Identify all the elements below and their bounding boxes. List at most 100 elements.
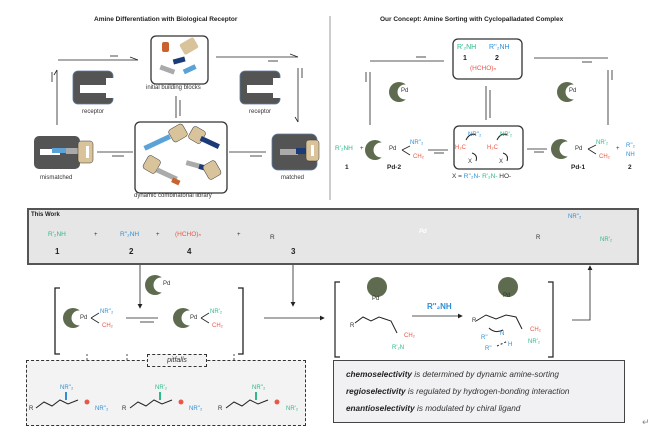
nr-blue-int: NR''₂: [468, 132, 482, 138]
reagent-3-num: 3: [291, 247, 296, 256]
plus-sign: +: [616, 146, 620, 152]
right-amine-num: 2: [628, 164, 632, 171]
nr-blue: NR''₂: [410, 140, 424, 146]
box-hcho: (HCHO)ₙ: [470, 65, 497, 72]
reagent-4-num: 4: [187, 247, 192, 256]
pitfall-r: R: [122, 406, 127, 412]
right-panel-title: Our Concept: Amine Sorting with Cyclopal…: [380, 16, 564, 23]
pitfall-1-top: NR''₂: [60, 385, 74, 391]
receptor-left: [72, 70, 114, 105]
product-r: R: [536, 235, 541, 241]
building-block-pieces: [159, 37, 199, 75]
mismatched-complex: [34, 136, 94, 169]
selectivity-box: chemoselectivity is determined by dynami…: [333, 360, 625, 423]
catalyst-label: Pd: [419, 229, 427, 235]
allyl-structures: [354, 314, 523, 347]
pd-label: Pd: [575, 146, 583, 152]
mismatched-label: mismatched: [40, 175, 73, 181]
bottom-right-arrows: [412, 265, 593, 321]
left-panel-title: Amine Differentiation with Biological Re…: [94, 16, 238, 23]
nr-green: NR'₂: [210, 309, 223, 315]
box-amine-1: R'₂NH: [457, 44, 477, 51]
library-keys: [142, 123, 222, 186]
this-work-heading: This Work: [31, 212, 60, 218]
x-definition: X = R''₂N- R'₂N- HO-: [452, 173, 512, 180]
pd-label: Pd: [372, 296, 380, 302]
hb-h: H: [508, 342, 513, 348]
reagent-4-formula: (HCHO)ₙ: [175, 231, 202, 238]
pd-bonds: [90, 312, 210, 324]
allyl-r: R: [472, 318, 477, 324]
pitfall-1-bottom: NR''₂: [95, 406, 109, 412]
right-amine-bottom: NH: [626, 152, 635, 158]
pd-label: Pd: [401, 88, 409, 94]
allyl-nr-green: NR'₂: [528, 339, 541, 345]
reagent-1-formula: R'₂NH: [48, 231, 66, 238]
pd-ligand-icon: [498, 277, 518, 297]
selectivity-line-regio: regioselectivity is regulated by hydroge…: [346, 387, 570, 396]
library-label: dynamic combinatorial library: [134, 193, 212, 199]
plus-sign: +: [360, 146, 364, 152]
reagent-2-formula: R''₂NH: [120, 231, 140, 238]
this-work-band: [27, 208, 639, 265]
x-label: X: [499, 159, 504, 165]
pd-label: Pd: [163, 281, 171, 287]
left-cycle-arrows: [51, 53, 303, 157]
h2c-int: H₂C: [487, 145, 498, 151]
box-num-1: 1: [463, 55, 467, 62]
pd-label: Pd: [80, 315, 88, 321]
matched-label: matched: [281, 175, 305, 181]
right-amine-top: R''₂: [626, 143, 635, 149]
concept-reagents-box: [452, 38, 523, 80]
product-nr-blue: NR''₂: [568, 214, 582, 220]
diene-r: R: [270, 234, 275, 241]
ch2: CH₂: [102, 323, 113, 329]
hb-r2: R'': [485, 346, 492, 352]
hb-n: N: [500, 331, 505, 337]
selectivity-line-enantio: enantioselectivity is modulated by chira…: [346, 404, 521, 413]
ch2: CH₂: [212, 323, 223, 329]
box-amine-2: R''₂NH: [489, 44, 510, 51]
pd-label: Pd: [389, 146, 397, 152]
x-label: X: [468, 159, 473, 165]
allyl-r: R: [350, 323, 355, 329]
pd-label: Pd: [569, 88, 577, 94]
receptor-left-label: receptor: [82, 109, 105, 115]
plus-sign: +: [94, 232, 98, 238]
pitfall-r: R: [29, 406, 34, 412]
pd-label: Pd: [190, 315, 198, 321]
right-cycle-arrows: [365, 56, 613, 154]
plus-sign: +: [156, 232, 160, 238]
product-nr-green: NR'₂: [600, 237, 613, 243]
h2c-int: H₂C: [455, 145, 466, 151]
box-num-2: 2: [495, 55, 499, 62]
pd1-label: Pd-1: [571, 164, 586, 171]
receptor-right-label: receptor: [249, 109, 272, 115]
allyl-ch2: CH₂: [530, 327, 541, 333]
nr-blue: NR''₂: [100, 309, 114, 315]
pd2-label: Pd-2: [387, 164, 402, 171]
hb-r1: R'': [481, 335, 488, 341]
allyl-ch2: CH₂: [404, 333, 415, 339]
curly-arrows: [465, 133, 508, 162]
ch2: CH₂: [599, 154, 610, 160]
paragraph-mark: ↵: [642, 417, 650, 427]
nr-green-int: NR'₂: [500, 132, 513, 138]
pitfall-2-bottom: NR''₂: [189, 406, 203, 412]
pitfall-r: R: [218, 406, 223, 412]
receptor-right: [239, 70, 281, 105]
pitfall-3-bottom: NR'₂: [286, 406, 299, 412]
left-amine: R'₂NH: [335, 145, 353, 152]
pd-ligand-icon: [367, 277, 387, 297]
reagent-2-num: 2: [129, 247, 134, 256]
pitfall-3-top: NR''₂: [252, 385, 266, 391]
pd-label: Pd: [503, 293, 511, 299]
bottom-left-arrows: [54, 265, 325, 371]
bottom-right-brackets: [334, 281, 554, 358]
nr-green: NR'₂: [596, 140, 609, 146]
allyl-n-green: R'₂N: [392, 345, 405, 351]
reagent-arrow-label: R''₂NH: [427, 302, 452, 311]
initial-blocks-label: initial building blocks: [146, 85, 201, 91]
pitfall-2-top: NR'₂: [155, 385, 168, 391]
